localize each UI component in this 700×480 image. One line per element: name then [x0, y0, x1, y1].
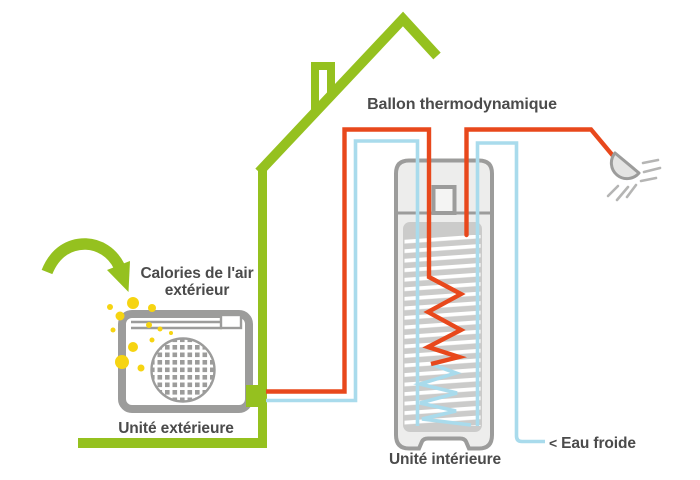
cold-water-inlet-pipe — [475, 141, 545, 444]
wall-pass-through-block — [246, 385, 267, 407]
calories-label: Calories de l'air extérieur — [116, 265, 278, 299]
coil-zigzag-blue — [413, 362, 472, 427]
fan-grille-icon — [152, 339, 214, 401]
hot-refrigerant-pipe-and-coil — [266, 127, 467, 394]
chimney-icon — [311, 62, 335, 114]
air-arrow-head — [107, 261, 130, 292]
tank-top-fitting — [431, 185, 457, 215]
shower-spray-lines — [606, 158, 662, 202]
yellow-dots-icon — [107, 297, 173, 372]
heat-pump-fan-unit-icon — [118, 310, 253, 413]
house-roof-line — [255, 11, 441, 176]
diagram-title: Ballon thermodynamique — [367, 96, 557, 113]
shower-head-icon — [606, 151, 662, 202]
cold-water-text: Eau froide — [561, 435, 636, 452]
left-arrow-char: < — [549, 435, 558, 451]
air-arrow-curve — [41, 238, 125, 275]
calories-label-line2: extérieur — [164, 282, 230, 299]
curved-arrow-icon — [41, 238, 130, 292]
fan-grille-rim — [150, 337, 216, 403]
cold-water-label: <Eau froide — [549, 435, 636, 452]
indoor-unit-label: Unité intérieure — [388, 451, 502, 468]
outdoor-unit-switch-box — [219, 313, 243, 330]
calories-label-line1: Calories de l'air — [140, 265, 254, 282]
shower-head-dome — [609, 151, 641, 181]
hot-water-outlet-pipe — [464, 127, 617, 238]
outdoor-unit-label: Unité extérieure — [118, 420, 234, 437]
cold-refrigerant-pipe — [266, 139, 420, 426]
